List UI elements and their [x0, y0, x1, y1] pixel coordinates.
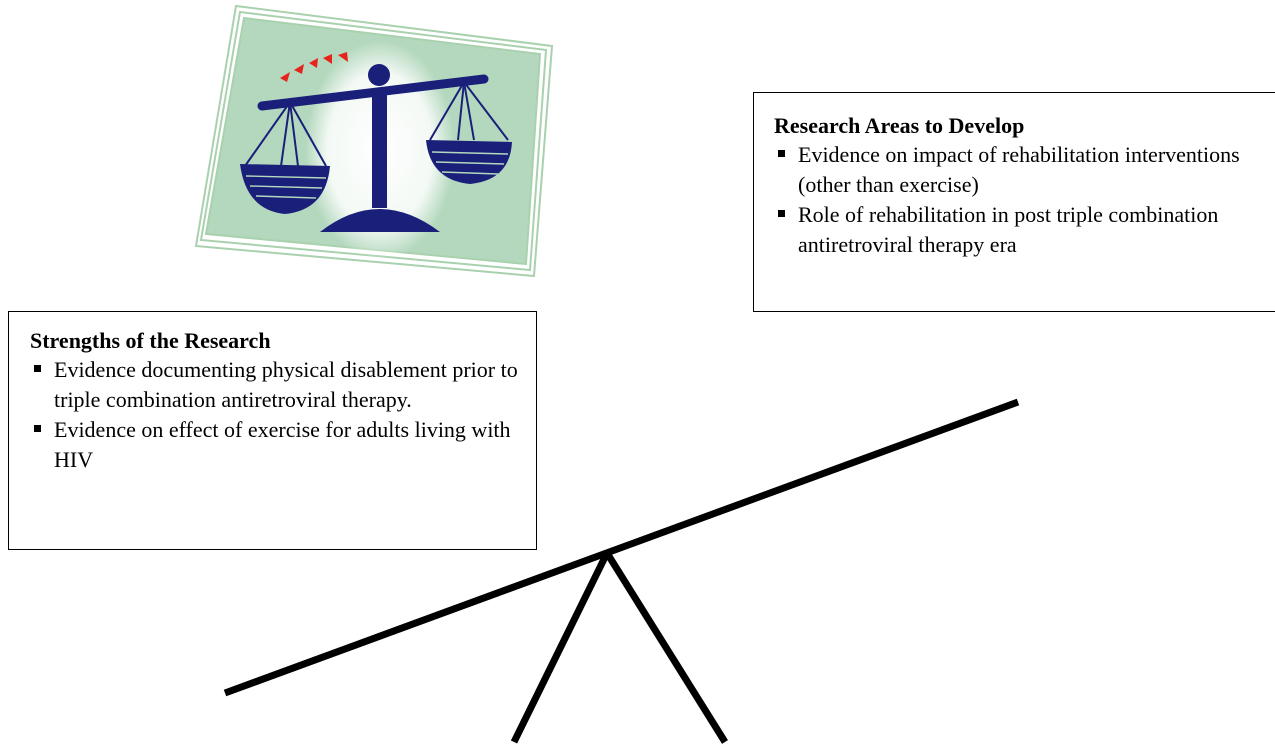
- bullet-icon: [778, 210, 785, 217]
- research-areas-box: Research Areas to Develop Evidence on im…: [753, 92, 1275, 312]
- list-item: Evidence on impact of rehabilitation int…: [774, 140, 1272, 200]
- list-item: Evidence documenting physical disablemen…: [30, 355, 526, 415]
- bullet-icon: [34, 425, 41, 432]
- strengths-list: Evidence documenting physical disablemen…: [30, 355, 526, 475]
- red-arrows: [280, 52, 348, 82]
- balance-scale-icon: [194, 4, 554, 278]
- bullet-icon: [778, 150, 785, 157]
- list-item: Evidence on effect of exercise for adult…: [30, 415, 526, 475]
- fulcrum-right-leg: [604, 551, 728, 744]
- seesaw-plank: [223, 398, 1020, 697]
- list-item: Role of rehabilitation in post triple co…: [774, 200, 1272, 260]
- strengths-box: Strengths of the Research Evidence docum…: [8, 311, 537, 550]
- strengths-title: Strengths of the Research: [30, 328, 271, 353]
- research-areas-title: Research Areas to Develop: [774, 113, 1025, 138]
- bullet-icon: [34, 365, 41, 372]
- fulcrum-left-leg: [510, 551, 611, 744]
- research-areas-list: Evidence on impact of rehabilitation int…: [774, 140, 1272, 260]
